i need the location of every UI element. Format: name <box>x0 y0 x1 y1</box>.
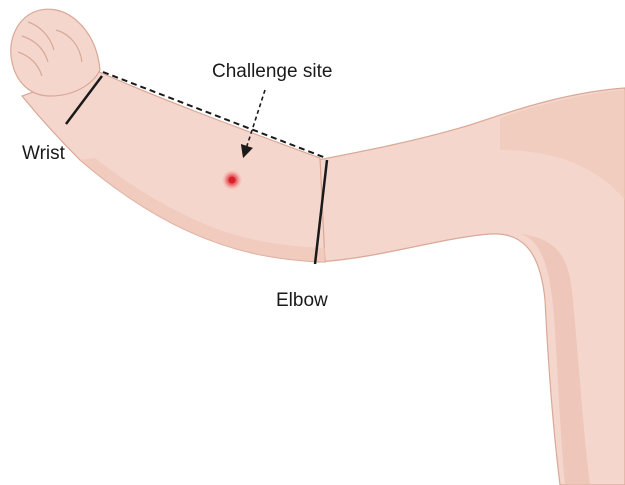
fist-shape <box>11 9 100 96</box>
elbow-label: Elbow <box>276 291 328 310</box>
wrist-label: Wrist <box>22 144 65 163</box>
challenge-site-core <box>229 177 236 184</box>
challenge-site-label: Challenge site <box>212 62 332 81</box>
